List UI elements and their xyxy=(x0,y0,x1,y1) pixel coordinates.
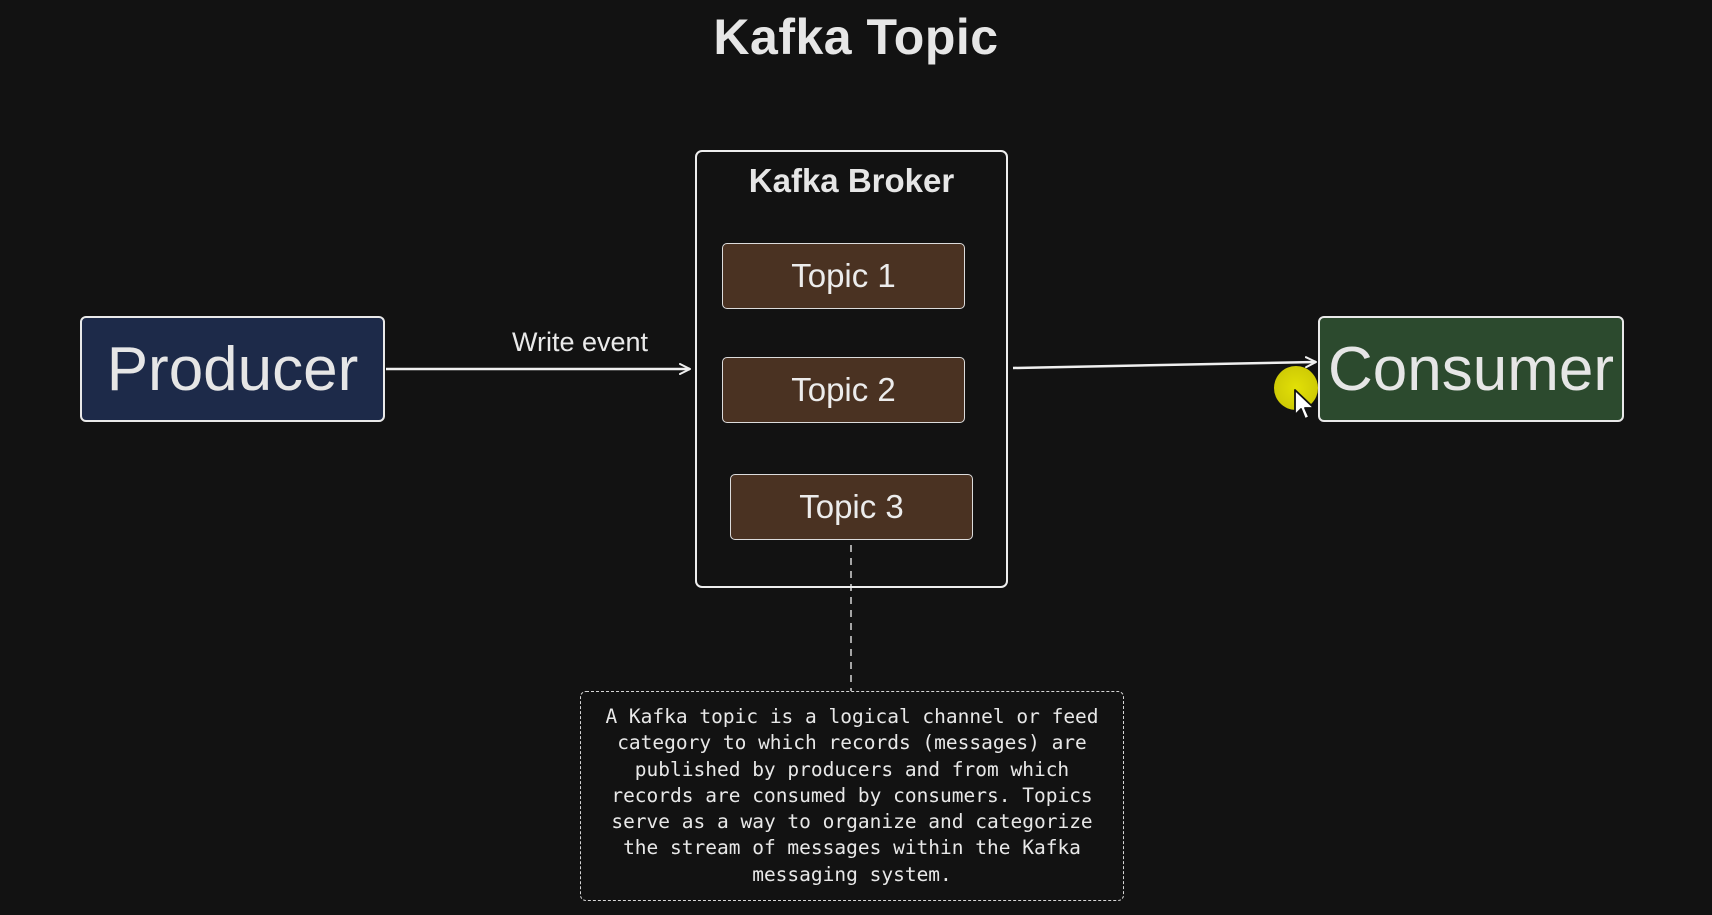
diagram-title: Kafka Topic xyxy=(713,9,999,65)
write-event-label: Write event xyxy=(511,327,649,357)
broker-to-consumer-arrow xyxy=(1012,356,1317,370)
topic-description-note: A Kafka topic is a logical channel or fe… xyxy=(580,691,1124,901)
topic-3-box[interactable]: Topic 3 xyxy=(730,474,973,540)
consumer-label: Consumer xyxy=(1328,334,1614,404)
topic-1-box[interactable]: Topic 1 xyxy=(722,243,965,309)
producer-label: Producer xyxy=(106,334,359,404)
producer-box[interactable]: Producer xyxy=(80,316,385,422)
broker-title: Kafka Broker xyxy=(748,162,955,199)
kafka-broker-box[interactable]: Kafka Broker Topic 1 Topic 2 Topic 3 xyxy=(695,150,1008,588)
topic-2-label: Topic 2 xyxy=(791,371,896,408)
mouse-pointer-icon xyxy=(1294,389,1315,420)
topic-2-box[interactable]: Topic 2 xyxy=(722,357,965,423)
topic-3-label: Topic 3 xyxy=(799,488,904,525)
consumer-box[interactable]: Consumer xyxy=(1318,316,1624,422)
topic-1-label: Topic 1 xyxy=(791,257,896,294)
